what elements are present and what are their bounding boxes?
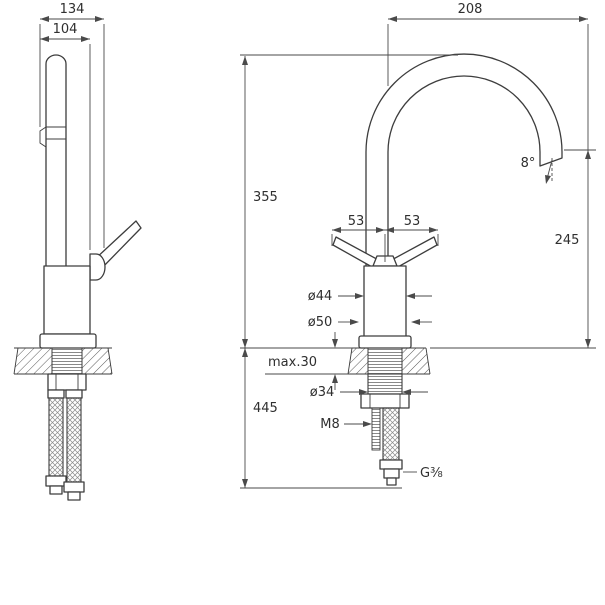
dim-355-label: 355 xyxy=(253,190,278,205)
dim-dia44: ø44 xyxy=(308,289,432,304)
dim-208: 208 xyxy=(387,2,588,86)
dim-dia44-label: ø44 xyxy=(308,289,333,304)
spout-gooseneck-front xyxy=(365,53,563,269)
dim-445: 445 xyxy=(242,348,278,488)
dim-245-label: 245 xyxy=(555,233,580,248)
base-flange-side xyxy=(39,333,97,349)
dim-355-445-line xyxy=(240,54,458,489)
countertop-front xyxy=(347,347,431,375)
dim-104: 104 xyxy=(40,22,91,250)
dim-8deg: 8° xyxy=(521,156,536,171)
dim-104-label: 104 xyxy=(53,22,78,37)
dim-8deg-label: 8° xyxy=(521,156,536,171)
dim-max30-label: max.30 xyxy=(268,355,317,370)
hose-fitting-2 xyxy=(63,481,85,501)
base-flange-front xyxy=(358,335,412,349)
mounting-nut-front xyxy=(360,393,410,409)
supply-hose-2 xyxy=(66,397,82,483)
hose-connector-left xyxy=(47,389,65,399)
faucet-front-view xyxy=(332,53,563,486)
dim-53-left-label: 53 xyxy=(348,214,365,229)
handle-pivot-side xyxy=(89,253,106,281)
hose-connector-right xyxy=(65,389,83,399)
dim-355: 355 xyxy=(242,56,278,348)
faucet-body-front xyxy=(363,265,407,343)
dim-53-53: 53 53 xyxy=(331,214,439,262)
hose-fitting-front xyxy=(379,459,403,486)
spout-outlet-side xyxy=(39,126,66,148)
dim-dia50: ø50 xyxy=(308,315,432,330)
dim-dia34: ø34 xyxy=(310,385,428,400)
countertop-side xyxy=(13,347,113,375)
faucet-body-side xyxy=(43,265,91,335)
faucet-side-view xyxy=(13,54,142,501)
dim-g38: G⅜ xyxy=(403,466,443,481)
supply-hose-front xyxy=(382,407,400,461)
shank-side xyxy=(51,347,83,375)
spout-tube-side xyxy=(45,54,67,268)
threaded-shank-front xyxy=(367,373,403,395)
outlet-angle-marks xyxy=(545,158,553,184)
m8-stud xyxy=(371,407,381,451)
mounting-nut-side xyxy=(47,373,87,391)
supply-hose-1 xyxy=(48,397,64,477)
dim-dia34-label: ø34 xyxy=(310,385,335,400)
dim-g38-label: G⅜ xyxy=(420,466,443,481)
dim-134: 134 xyxy=(39,2,105,248)
dim-53-right-label: 53 xyxy=(404,214,421,229)
dim-245: 245 xyxy=(430,24,596,349)
dim-445-label: 445 xyxy=(253,401,278,416)
dim-134-label: 134 xyxy=(60,2,85,17)
dim-m8-label: M8 xyxy=(320,417,340,432)
hose-fitting-1 xyxy=(45,475,67,495)
dim-208-label: 208 xyxy=(458,2,483,17)
dim-dia50-label: ø50 xyxy=(308,315,333,330)
dim-m8: M8 xyxy=(320,417,372,432)
shank-through-counter xyxy=(367,347,403,375)
dim-max30: max.30 xyxy=(265,332,348,390)
